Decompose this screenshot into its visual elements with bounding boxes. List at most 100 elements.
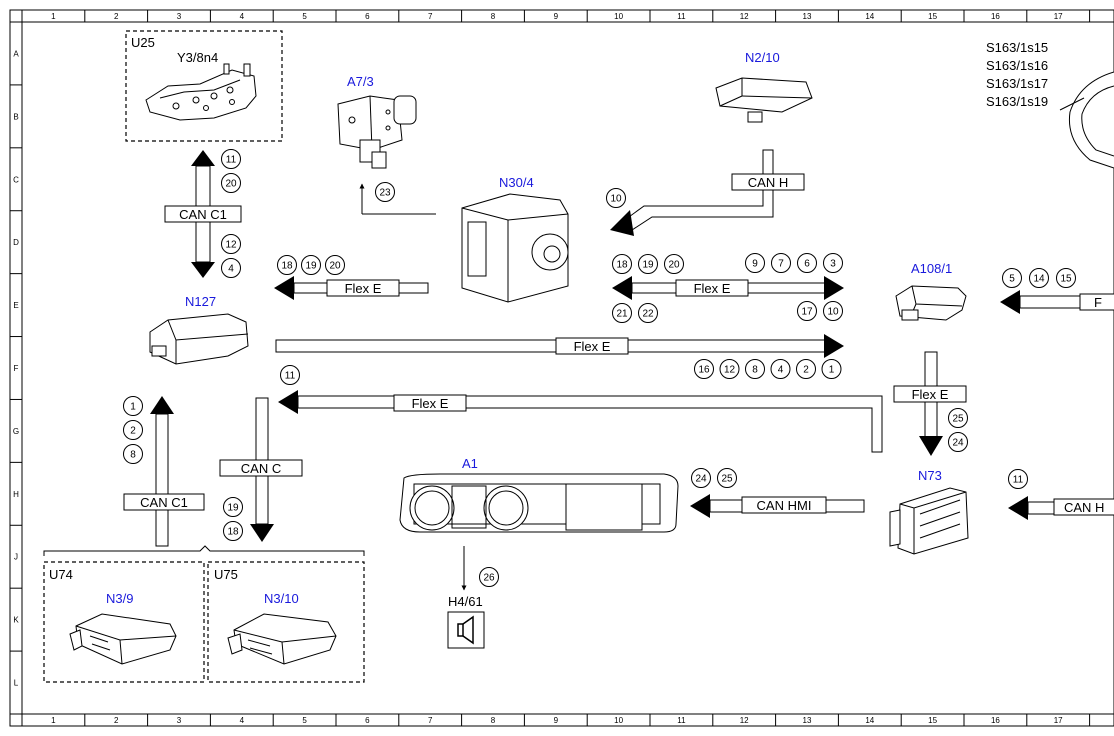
callout-marker: 2 <box>796 359 816 379</box>
column-number-top: 13 <box>803 12 812 21</box>
column-number-bottom: 12 <box>740 716 749 725</box>
u74-label: U74 <box>49 567 73 582</box>
callout-number: 20 <box>329 261 341 272</box>
callout-number: 20 <box>668 260 680 271</box>
switch-2-label: S163/1s16 <box>986 58 1048 73</box>
callout-marker: 18 <box>612 254 632 274</box>
column-ruler: 1122334455667788991010111112121313141415… <box>21 10 1091 726</box>
callout-number: 25 <box>952 414 964 425</box>
callout-number: 16 <box>698 365 710 376</box>
callout-marker: 14 <box>1029 268 1049 288</box>
flex-e-mid-label: Flex E <box>694 281 731 296</box>
callout-number: 19 <box>305 261 317 272</box>
instrument-cluster-icon <box>399 473 679 533</box>
callout-number: 24 <box>952 438 964 449</box>
a7-3-label: A7/3 <box>347 74 374 89</box>
callout-number: 8 <box>752 365 758 376</box>
callout-marker: 4 <box>770 359 791 379</box>
callout-marker: 19 <box>301 255 321 275</box>
callout-number: 4 <box>228 264 234 275</box>
callout-number: 25 <box>721 474 733 485</box>
flex-e-right-cut-label: F <box>1094 295 1102 310</box>
callout-number: 2 <box>803 365 809 376</box>
callout-number: 10 <box>610 194 622 205</box>
callout-number: 1 <box>130 402 136 413</box>
a1-module[interactable]: A1 <box>399 456 679 591</box>
n127-label: N127 <box>185 294 216 309</box>
column-number-top: 8 <box>491 12 496 21</box>
column-number-top: 17 <box>1054 12 1063 21</box>
callout-marker: 20 <box>221 173 241 193</box>
flex-e-right-bus: F <box>1000 290 1114 314</box>
row-letter: J <box>14 553 18 562</box>
callout-marker: 26 <box>479 567 499 587</box>
a108-1-label: A108/1 <box>911 261 952 276</box>
flex-mid-top-left-markers: 18 19 20 <box>612 254 684 274</box>
valve-body-icon <box>145 63 257 121</box>
row-letter: K <box>13 616 19 625</box>
engine-ecu-icon <box>69 613 177 665</box>
n2-10-module[interactable]: N2/10 <box>715 50 813 123</box>
callout-number: 19 <box>642 260 654 271</box>
column-number-bottom: 9 <box>554 716 559 725</box>
u74-module[interactable]: U74 N3/9 <box>43 561 205 683</box>
callout-number: 6 <box>804 259 810 270</box>
flex-e-mid-bus: Flex E <box>612 276 844 300</box>
callout-marker: 24 <box>691 468 711 488</box>
callout-number: 11 <box>226 155 237 166</box>
can-h-right-label: CAN H <box>1064 500 1104 515</box>
column-number-top: 7 <box>428 12 433 21</box>
u75-label: U75 <box>214 567 238 582</box>
column-number-bottom: 5 <box>302 716 307 725</box>
row-letter: G <box>13 427 19 436</box>
column-number-top: 9 <box>554 12 559 21</box>
callout-number: 15 <box>1060 274 1072 285</box>
callout-marker: 19 <box>223 497 243 517</box>
u25-module[interactable]: U25 Y3/8n4 <box>125 30 283 142</box>
callout-marker: 1 <box>123 396 143 416</box>
column-number-bottom: 8 <box>491 716 496 725</box>
column-number-bottom: 16 <box>991 716 1000 725</box>
u75-module[interactable]: U75 N3/10 <box>207 561 365 683</box>
can-hmi-markers: 24 25 <box>691 468 737 488</box>
callout-marker: 6 <box>797 253 817 273</box>
h4-61-speaker[interactable]: H4/61 <box>447 594 485 649</box>
a7-3-module[interactable]: A7/3 <box>337 74 436 215</box>
n127-module[interactable]: N127 <box>149 294 249 365</box>
callout-number: 11 <box>285 371 296 382</box>
n73-module[interactable]: N73 <box>889 468 969 555</box>
n30-4-module[interactable]: N30/4 <box>461 175 569 303</box>
row-letter: D <box>13 238 19 247</box>
column-number-top: 11 <box>677 12 686 21</box>
callout-marker: 10 <box>606 188 626 208</box>
switch-3-label: S163/1s17 <box>986 76 1048 91</box>
column-number-bottom: 13 <box>803 716 812 725</box>
column-number-top: 3 <box>177 12 182 21</box>
callout-marker: 12 <box>221 234 241 254</box>
column-number-bottom: 2 <box>114 716 119 725</box>
abs-unit-icon <box>461 193 569 303</box>
callout-marker: 1 <box>821 359 842 379</box>
column-number-top: 16 <box>991 12 1000 21</box>
a108-1-module[interactable]: A108/1 <box>895 261 967 321</box>
callout-marker: 25 <box>948 408 968 428</box>
row-letter: H <box>13 490 19 499</box>
callout-marker: 16 <box>694 359 714 379</box>
n3-10-label: N3/10 <box>264 591 299 606</box>
n30-4-label: N30/4 <box>499 175 534 190</box>
column-number-top: 6 <box>365 12 370 21</box>
can-c1-top-label: CAN C1 <box>179 207 227 222</box>
u25-down-markers: 11 20 <box>221 149 241 193</box>
callout-number: 1 <box>829 365 835 376</box>
callout-number: 5 <box>1009 274 1015 285</box>
callout-number: 18 <box>616 260 628 271</box>
callout-number: 9 <box>752 259 758 270</box>
y3-8n4-label: Y3/8n4 <box>177 50 218 65</box>
callout-marker: 4 <box>221 258 241 278</box>
column-number-bottom: 10 <box>614 716 623 725</box>
callout-marker: 8 <box>745 359 765 379</box>
